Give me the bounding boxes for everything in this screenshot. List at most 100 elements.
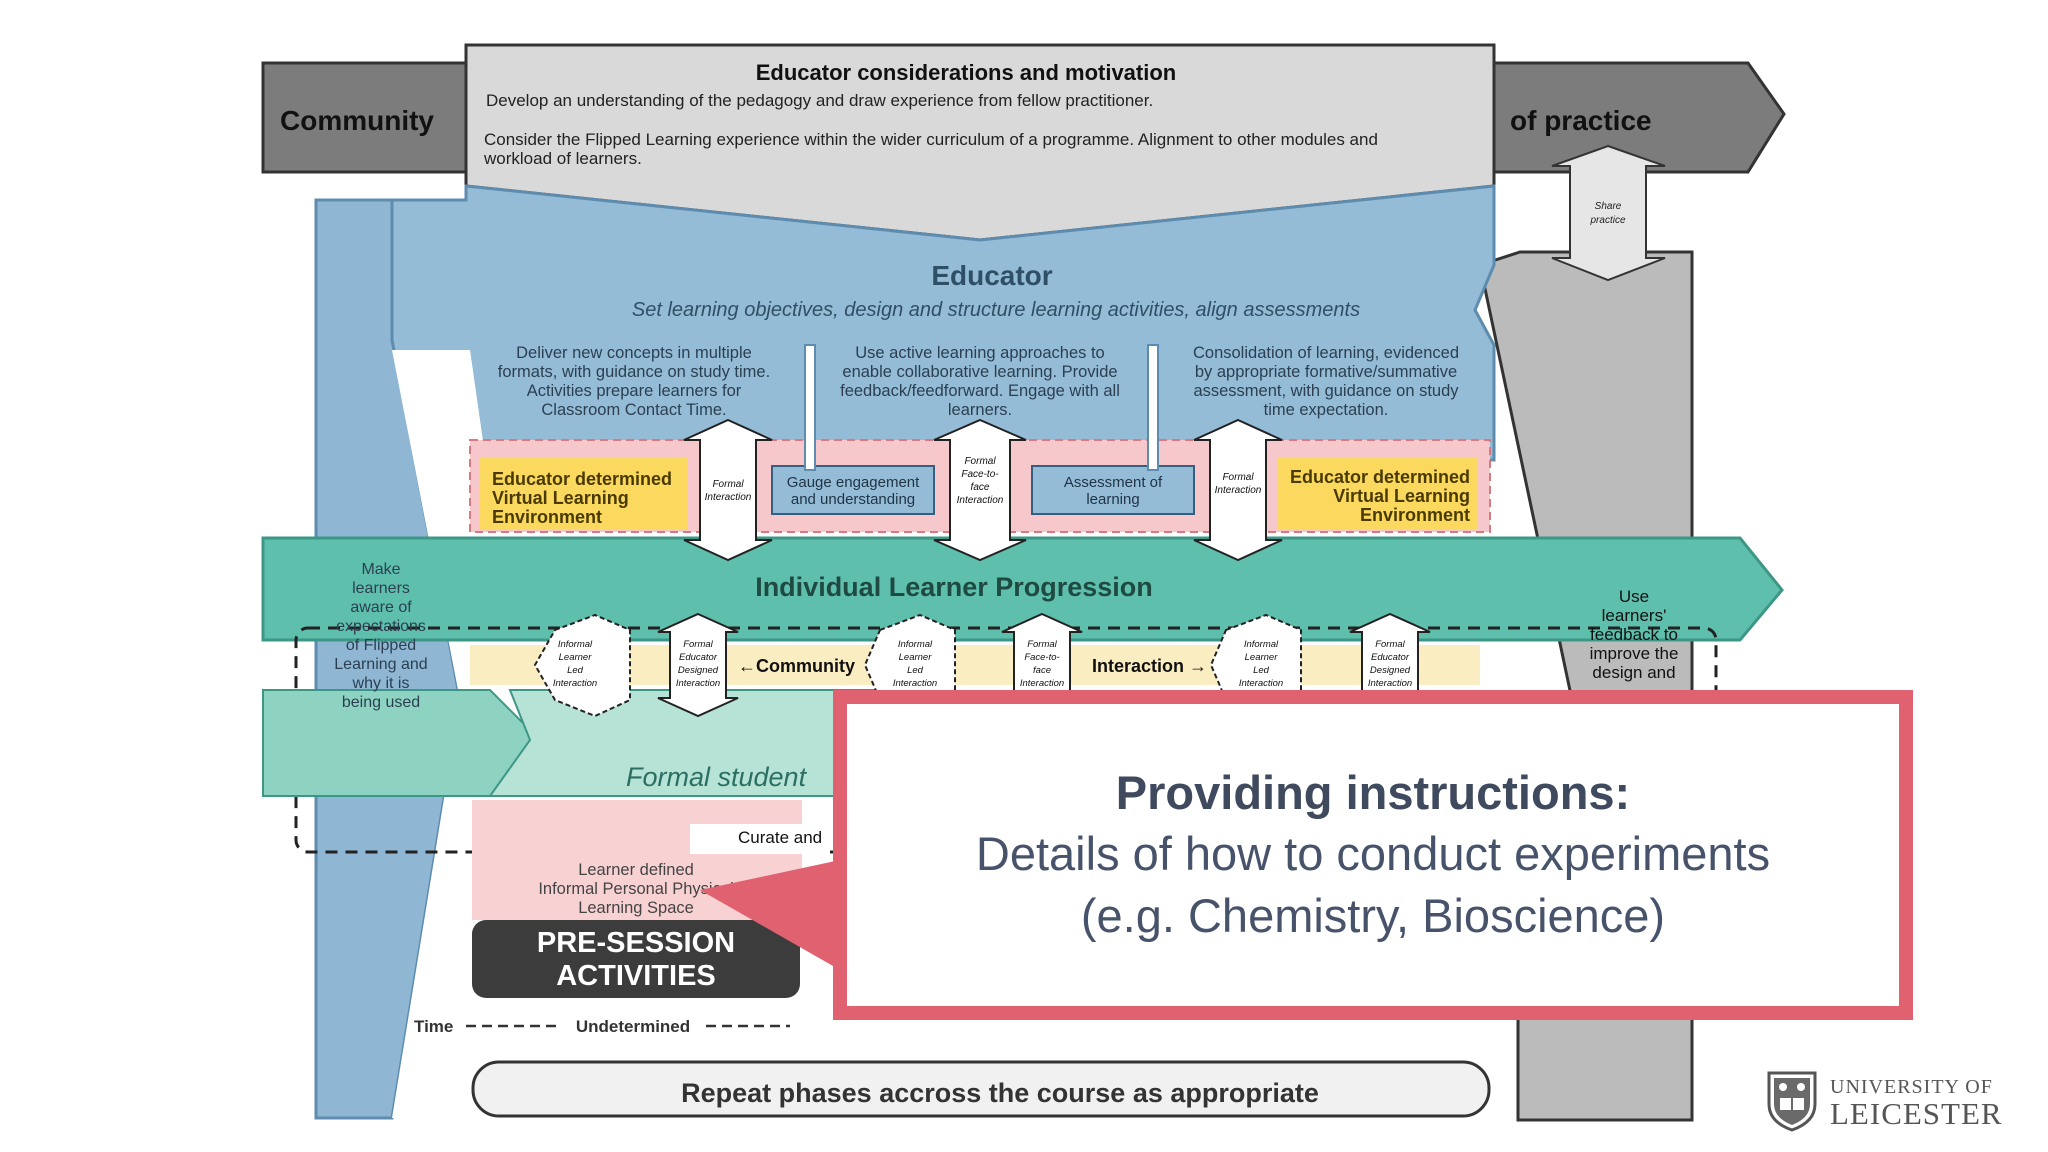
svg-text:learning: learning (1086, 491, 1139, 508)
svg-text:Environment: Environment (492, 507, 602, 527)
svg-text:Informal: Informal (558, 639, 593, 650)
undetermined-label: Undetermined (576, 1017, 690, 1036)
formal-f2f-arrow (933, 418, 1027, 562)
svg-text:Assessment of: Assessment of (1064, 474, 1163, 491)
svg-text:Environment: Environment (1360, 505, 1470, 525)
svg-text:Interaction: Interaction (1368, 678, 1412, 689)
community-arrow-label: ←Community (738, 656, 855, 676)
svg-text:Informal: Informal (1244, 639, 1279, 650)
svg-text:being used: being used (342, 694, 420, 711)
svg-text:Interaction: Interaction (1239, 678, 1283, 689)
informal-led-text-2: Informal Learner Led Interaction (893, 639, 937, 689)
educator-title: Educator (931, 260, 1052, 291)
informal-led-text-1: Informal Learner Led Interaction (553, 639, 597, 689)
svg-text:design and: design and (1592, 663, 1675, 682)
formal-interaction-text: Formal Interaction (705, 479, 752, 503)
callout-line-2: (e.g. Chemistry, Bioscience) (1080, 889, 1666, 942)
svg-text:Formal: Formal (964, 456, 996, 467)
formal-designed-text-3: Formal Educator Designed Interaction (1368, 639, 1412, 689)
vle-left-text: Educator determined Virtual Learning Env… (492, 469, 672, 527)
considerations-line2a: Consider the Flipped Learning experience… (484, 130, 1378, 149)
svg-text:Learner defined: Learner defined (578, 861, 694, 879)
svg-text:Interaction: Interaction (893, 678, 937, 689)
educator-col2: Use active learning approaches to enable… (840, 344, 1120, 419)
svg-text:Activities prepare learners fo: Activities prepare learners for (527, 382, 742, 400)
svg-text:enable collaborative learning.: enable collaborative learning. Provide (842, 363, 1117, 381)
svg-text:face: face (971, 482, 990, 493)
svg-text:Educator: Educator (679, 652, 718, 663)
vle-right-text: Educator determined Virtual Learning Env… (1290, 467, 1470, 525)
svg-text:by appropriate formative/summa: by appropriate formative/summative (1195, 363, 1457, 381)
svg-text:Informal Personal Physical: Informal Personal Physical (538, 880, 733, 898)
connector-1 (804, 344, 816, 471)
svg-text:Educator determined: Educator determined (492, 469, 672, 489)
svg-text:Led: Led (567, 665, 584, 676)
informal-hex-1 (533, 613, 631, 718)
of-practice-label: of practice (1510, 105, 1652, 136)
educator-col1: Deliver new concepts in multiple formats… (498, 344, 770, 419)
share-practice-line1: Share (1595, 201, 1622, 212)
progression-label: Individual Learner Progression (755, 572, 1153, 602)
svg-text:and understanding: and understanding (791, 491, 915, 508)
svg-text:Use active learning approaches: Use active learning approaches to (855, 344, 1104, 362)
curate-box (690, 824, 830, 854)
svg-text:feedback to: feedback to (1590, 625, 1678, 644)
svg-text:Designed: Designed (1370, 665, 1411, 676)
formal-interaction-arrow (683, 418, 773, 562)
svg-text:why it is: why it is (352, 675, 410, 692)
svg-text:face: face (1033, 665, 1051, 676)
curate-label: Curate and (738, 828, 822, 847)
svg-text:Formal: Formal (1027, 639, 1057, 650)
svg-text:learners: learners (352, 580, 410, 597)
considerations-line1: Develop an understanding of the pedagogy… (486, 91, 1153, 110)
pre-session-box (472, 920, 800, 998)
formal-interaction-arrow-right (1193, 418, 1283, 562)
svg-text:Interaction: Interaction (676, 678, 720, 689)
logo-line-2: LEICESTER (1830, 1096, 2003, 1131)
formal-designed-text-1: Formal Educator Designed Interaction (676, 639, 720, 689)
svg-text:learners': learners' (1602, 606, 1667, 625)
svg-text:formats, with guidance on stud: formats, with guidance on study time. (498, 363, 770, 381)
formal-student-label: Formal student (626, 762, 808, 792)
svg-text:Learner: Learner (899, 652, 933, 663)
svg-text:Formal: Formal (712, 479, 744, 490)
learner-defined-text: Learner defined Informal Personal Physic… (538, 861, 733, 917)
callout-line-1: Details of how to conduct experiments (975, 827, 1771, 880)
informal-led-text-3: Informal Learner Led Interaction (1239, 639, 1283, 689)
interaction-arrow-label: Interaction → (1092, 656, 1207, 676)
svg-text:Make: Make (361, 561, 400, 578)
svg-text:Led: Led (1253, 665, 1270, 676)
make-learners-text: Make learners aware of expectations of F… (334, 561, 427, 711)
share-practice-line2: practice (1589, 215, 1625, 226)
svg-text:Led: Led (907, 665, 924, 676)
callout-pointer (700, 860, 840, 970)
svg-text:improve the: improve the (1590, 644, 1679, 663)
progression-band (261, 536, 1784, 642)
svg-text:of Flipped: of Flipped (346, 637, 416, 654)
svg-text:Face-to-: Face-to- (961, 469, 999, 480)
svg-text:Educator determined: Educator determined (1290, 467, 1470, 487)
svg-text:PRE-SESSION: PRE-SESSION (537, 927, 735, 959)
use-feedback-text: Use learners' feedback to improve the de… (1590, 587, 1679, 682)
svg-text:Designed: Designed (678, 665, 719, 676)
svg-text:Educator: Educator (1371, 652, 1410, 663)
pale-rows (470, 645, 1480, 685)
vle-left-box (480, 458, 688, 530)
svg-text:Use: Use (1619, 587, 1649, 606)
svg-text:Virtual Learning: Virtual Learning (1333, 486, 1470, 506)
svg-text:Learning Space: Learning Space (578, 899, 694, 917)
svg-text:aware of: aware of (350, 599, 412, 616)
svg-text:Interaction: Interaction (705, 492, 752, 503)
assessment-box (1031, 465, 1195, 515)
share-practice-arrow (1551, 144, 1666, 282)
svg-text:Learner: Learner (559, 652, 593, 663)
svg-text:Consolidation of learning, evi: Consolidation of learning, evidenced (1193, 344, 1459, 362)
svg-text:Gauge engagement: Gauge engagement (787, 474, 920, 491)
gauge-box (771, 465, 935, 515)
svg-text:feedback/feedforward. Engage w: feedback/feedforward. Engage with all (840, 382, 1120, 400)
pre-session-text: PRE-SESSION ACTIVITIES (537, 927, 735, 992)
svg-text:learners.: learners. (948, 401, 1012, 419)
university-logo: UNIVERSITY OF LEICESTER (1766, 1070, 2006, 1136)
repeat-bar (471, 1060, 1491, 1118)
